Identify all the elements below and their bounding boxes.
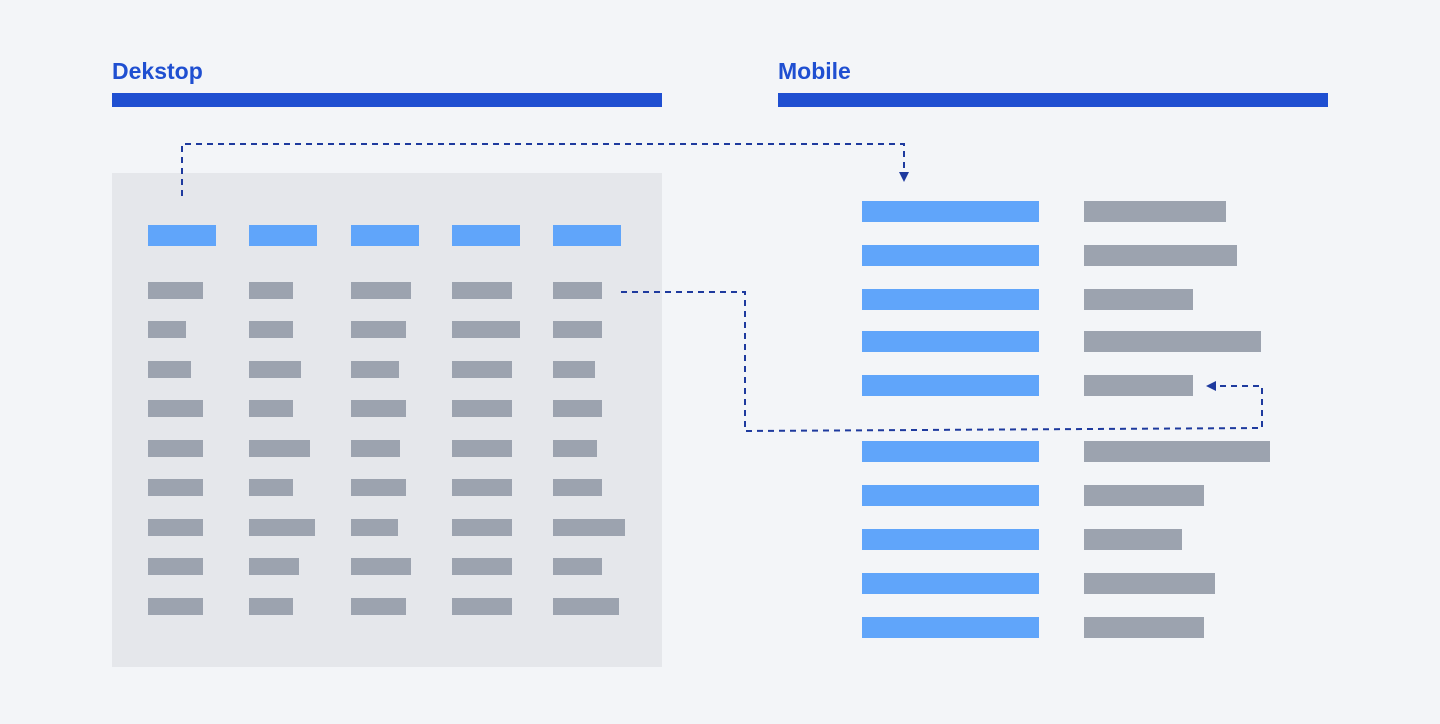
desktop-table-panel bbox=[112, 173, 662, 667]
desktop-cell-bar bbox=[351, 400, 406, 417]
mobile-title-rule bbox=[778, 93, 1328, 107]
desktop-cell-bar bbox=[351, 519, 398, 536]
desktop-cell-bar bbox=[148, 361, 191, 378]
desktop-cell-bar bbox=[553, 558, 602, 575]
header-to-mobile-arrow bbox=[181, 143, 909, 196]
mobile-value-bar bbox=[1084, 201, 1226, 222]
desktop-cell-bar bbox=[452, 440, 512, 457]
desktop-cell-bar bbox=[148, 519, 203, 536]
desktop-cell-bar bbox=[553, 479, 602, 496]
desktop-cell-bar bbox=[351, 282, 411, 299]
mobile-label-bar bbox=[862, 289, 1039, 310]
desktop-cell-bar bbox=[452, 558, 512, 575]
mobile-value-bar bbox=[1084, 529, 1182, 550]
mobile-label-bar bbox=[862, 617, 1039, 638]
desktop-cell-bar bbox=[351, 440, 400, 457]
desktop-cell-bar bbox=[351, 598, 406, 615]
mobile-value-bar bbox=[1084, 573, 1215, 594]
desktop-cell-bar bbox=[351, 558, 411, 575]
desktop-cell-bar bbox=[148, 440, 203, 457]
desktop-cell-bar bbox=[452, 598, 512, 615]
desktop-cell-bar bbox=[553, 400, 602, 417]
mobile-value-bar bbox=[1084, 441, 1270, 462]
mobile-value-bar bbox=[1084, 485, 1204, 506]
cell-to-mobile-arrow bbox=[621, 291, 1263, 433]
desktop-header-bar bbox=[249, 225, 317, 246]
mobile-label-bar bbox=[862, 485, 1039, 506]
desktop-title-rule bbox=[112, 93, 662, 107]
mobile-label-bar bbox=[862, 331, 1039, 352]
desktop-title: Dekstop bbox=[112, 58, 203, 84]
desktop-header-bar bbox=[553, 225, 621, 246]
desktop-cell-bar bbox=[249, 361, 301, 378]
desktop-cell-bar bbox=[249, 519, 315, 536]
desktop-cell-bar bbox=[351, 321, 406, 338]
desktop-cell-bar bbox=[452, 479, 512, 496]
desktop-cell-bar bbox=[148, 479, 203, 496]
desktop-cell-bar bbox=[553, 321, 602, 338]
mobile-label-bar bbox=[862, 245, 1039, 266]
desktop-cell-bar bbox=[249, 321, 293, 338]
desktop-cell-bar bbox=[351, 479, 406, 496]
desktop-cell-bar bbox=[452, 321, 520, 338]
mobile-label-bar bbox=[862, 573, 1039, 594]
desktop-cell-bar bbox=[452, 282, 512, 299]
desktop-cell-bar bbox=[249, 479, 293, 496]
desktop-cell-bar bbox=[148, 321, 186, 338]
desktop-cell-bar bbox=[249, 598, 293, 615]
mobile-value-bar bbox=[1084, 331, 1261, 352]
desktop-cell-bar bbox=[553, 282, 602, 299]
mobile-label-bar bbox=[862, 375, 1039, 396]
mobile-value-bar bbox=[1084, 375, 1193, 396]
desktop-header-bar bbox=[452, 225, 520, 246]
mobile-value-bar bbox=[1084, 617, 1204, 638]
desktop-cell-bar bbox=[452, 400, 512, 417]
desktop-cell-bar bbox=[553, 361, 595, 378]
desktop-cell-bar bbox=[148, 558, 203, 575]
desktop-cell-bar bbox=[249, 558, 299, 575]
desktop-cell-bar bbox=[148, 598, 203, 615]
desktop-cell-bar bbox=[249, 400, 293, 417]
desktop-header-bar bbox=[148, 225, 216, 246]
mobile-value-bar bbox=[1084, 245, 1237, 266]
mobile-value-bar bbox=[1084, 289, 1193, 310]
desktop-cell-bar bbox=[148, 400, 203, 417]
mobile-label-bar bbox=[862, 441, 1039, 462]
mobile-title: Mobile bbox=[778, 58, 851, 84]
desktop-cell-bar bbox=[249, 282, 293, 299]
desktop-cell-bar bbox=[553, 598, 619, 615]
desktop-cell-bar bbox=[553, 440, 597, 457]
desktop-cell-bar bbox=[148, 282, 203, 299]
desktop-cell-bar bbox=[351, 361, 399, 378]
mobile-label-bar bbox=[862, 201, 1039, 222]
desktop-cell-bar bbox=[452, 361, 512, 378]
desktop-header-bar bbox=[351, 225, 419, 246]
desktop-cell-bar bbox=[553, 519, 625, 536]
desktop-cell-bar bbox=[452, 519, 512, 536]
mobile-label-bar bbox=[862, 529, 1039, 550]
desktop-cell-bar bbox=[249, 440, 310, 457]
